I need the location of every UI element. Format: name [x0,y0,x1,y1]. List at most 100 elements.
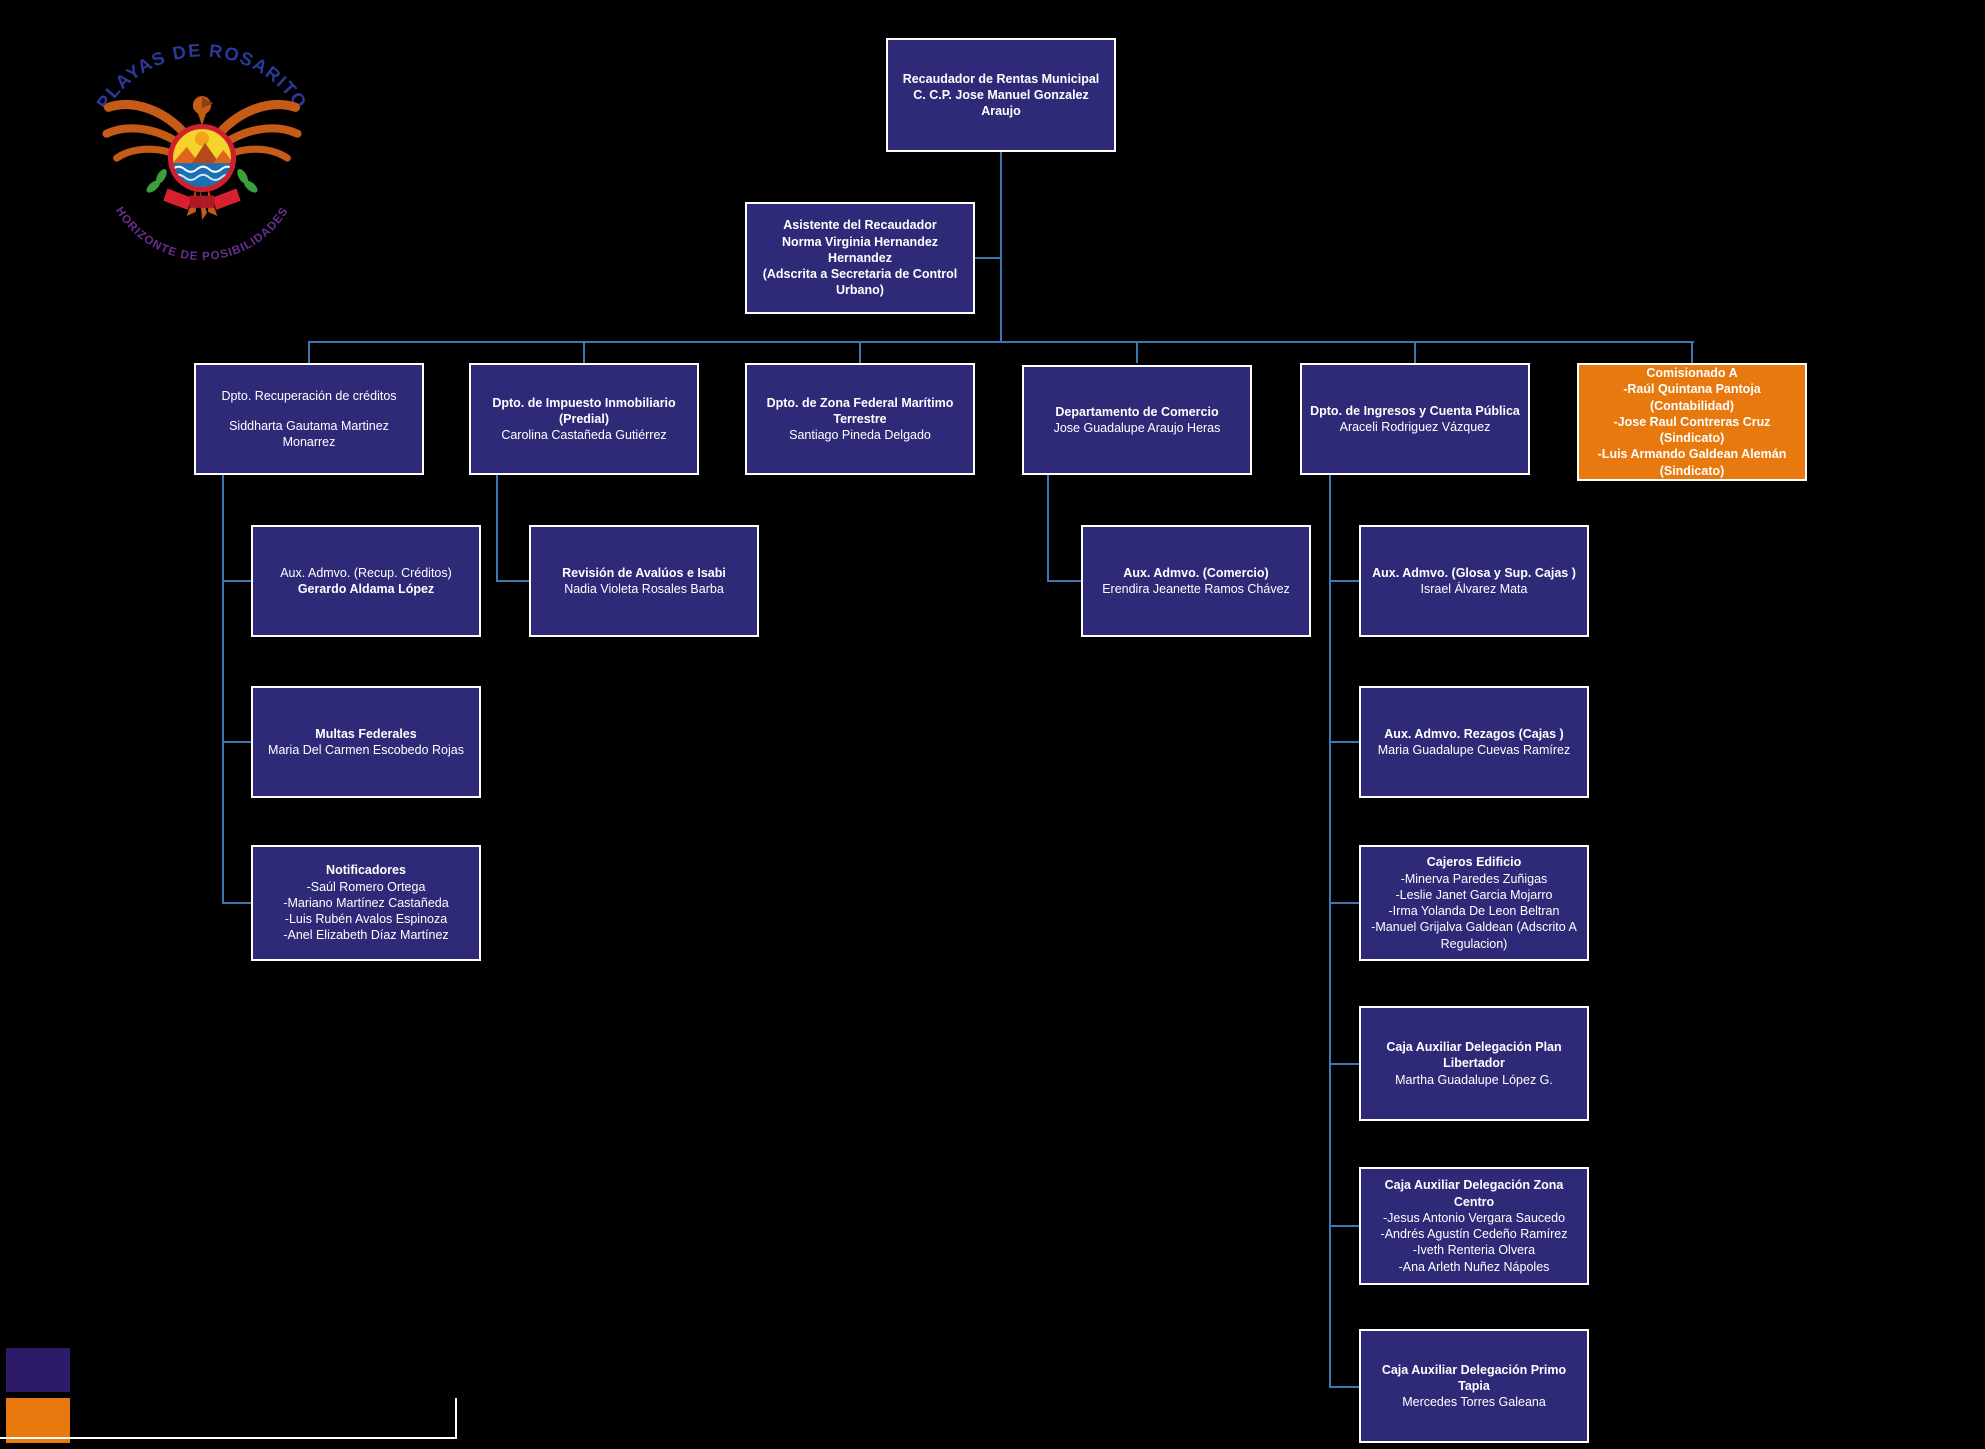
connector-stub-multas [222,741,251,743]
org-box-text-line: Erendira Jeanette Ramos Chávez [1102,582,1290,596]
connector-spine-recuperacion [222,475,224,904]
connector-drop-comisionado [1691,341,1693,363]
org-box-aux-recup-creditos: Aux. Admvo. (Recup. Créditos) Gerardo Ald… [251,525,481,637]
org-box-text-line: -Luis Armando Galdean Alemán (Sindicato) [1597,447,1787,478]
connector-stub-cajeros [1329,902,1359,904]
org-box-text-line: Comisionado A [1646,366,1738,381]
org-box-text-line: Jose Guadalupe Araujo Heras [1053,421,1221,435]
org-box-text-line: -Andrés Agustín Cedeño Ramírez [1380,1227,1568,1241]
org-box-text-line: Santiago Pineda Delgado [789,428,931,443]
org-box-text-line: -Mariano Martínez Castañeda [283,895,449,910]
org-box-zona-federal: Dpto. de Zona Federal Marítimo Terrestre… [745,363,975,475]
connector-spine-comercio [1047,475,1049,582]
org-box-text-line: Dpto. Recuperación de créditos [221,388,397,403]
org-box-cajeros-edificio: Cajeros Edificio-Minerva Paredes Zuñigas… [1359,845,1589,961]
legend-divider-horizontal [0,1437,457,1439]
legend-swatch-orange [6,1398,70,1443]
org-box-text-line: Siddharta Gautama Martinez Monarrez [229,418,389,450]
org-box-text-line: Caja Auxiliar Delegación Zona Centro [1384,1178,1564,1209]
connector-stub-plan-libertador [1329,1063,1359,1065]
org-box-text-line: Cajeros Edificio [1426,855,1522,870]
org-box-text-line: Gerardo Aldama López [297,582,435,596]
org-box-text-line: Asistente del Recaudador [783,218,937,233]
org-box-text-line: Multas Federales [315,726,417,741]
org-box-text-line: Mercedes Torres Galeana [1402,1395,1546,1410]
org-box-text-line: Araceli Rodriguez Vázquez [1339,420,1491,434]
org-box-text-line: Revisión de Avalúos e Isabi [562,565,726,580]
org-box-glosa-sup-cajas: Aux. Admvo. (Glosa y Sup. Cajas ) Israel … [1359,525,1589,637]
connector-stub-notificadores [222,902,251,904]
org-box-text-line: Nadia Violeta Rosales Barba [564,582,724,596]
org-box-text-line: Recaudador de Rentas Municipal [902,71,1100,86]
org-box-text-line: Caja Auxiliar Delegación Plan Libertador [1386,1040,1562,1071]
org-box-text-line: Departamento de Comercio [1055,404,1219,419]
org-box-text-line: -Iveth Renteria Olvera [1412,1243,1536,1258]
org-box-text-line: Caja Auxiliar Delegación Primo Tapia [1381,1362,1567,1393]
org-box-text-line: Israel Álvarez Mata [1420,582,1528,596]
municipal-seal-logo: PLAYAS DE ROSARITO [92,39,310,263]
org-box-text-line: -Anel Elizabeth Díaz Martínez [283,928,449,943]
legend-swatch-navy [6,1348,70,1392]
org-box-text-line: Dpto. de Impuesto Inmobiliario (Predial) [492,395,676,426]
connector-drop-ingresos [1414,341,1416,363]
org-box-text-line: Dpto. de Ingresos y Cuenta Pública [1310,403,1520,418]
connector-drop-recuperacion [308,341,310,363]
eagle-emblem-icon [102,96,302,221]
connector-drop-comercio [1136,341,1138,363]
org-box-text-line: Norma Virginia Hernandez Hernandez [781,234,939,265]
org-box-text-line: (Adscrita a Secretaria de Control Urbano… [762,267,958,298]
org-box-text-line: Maria Guadalupe Cuevas Ramírez [1377,743,1571,757]
connector-stub-avaluos [496,580,529,582]
org-box-caja-plan-libertador: Caja Auxiliar Delegación Plan Libertador… [1359,1006,1589,1121]
connector-stub-primo-tapia [1329,1386,1359,1388]
org-box-text-line: Aux. Admvo. (Glosa y Sup. Cajas ) [1372,565,1576,580]
connector-trunk [1000,152,1002,342]
legend-divider-vertical [455,1398,457,1439]
org-box-text-line: Notificadores [326,863,406,878]
connector-bus [308,341,1694,343]
org-box-text-line: -Leslie Janet Garcia Mojarro [1395,887,1553,902]
connector-drop-predial [583,341,585,363]
org-box-text-line: Aux. Admvo. (Comercio) [1123,565,1269,580]
org-box-aux-comercio: Aux. Admvo. (Comercio) Erendira Jeanette … [1081,525,1311,637]
org-box-text-line: -Irma Yolanda De Leon Beltran [1388,904,1560,918]
laurel-leaves [146,169,258,193]
connector-spine-predial [496,475,498,582]
org-box-notificadores: Notificadores-Saúl Romero Ortega-Mariano… [251,845,481,961]
org-box-text-line: -Luis Rubén Avalos Espinoza [284,912,448,927]
org-box-text-line: Aux. Admvo. (Recup. Créditos) [280,565,452,580]
org-box-caja-zona-centro: Caja Auxiliar Delegación Zona Centro-Jes… [1359,1167,1589,1285]
connector-stub-zona-centro [1329,1225,1359,1227]
org-box-text-line: -Raúl Quintana Pantoja (Contabilidad) [1623,382,1761,413]
org-box-comisionado: Comisionado A-Raúl Quintana Pantoja (Con… [1577,363,1807,481]
org-box-text-line: Martha Guadalupe López G. [1395,1072,1553,1087]
connector-stub-aux-recup [222,580,251,582]
org-box-predial: Dpto. de Impuesto Inmobiliario (Predial)… [469,363,699,475]
org-box-text-line: Aux. Admvo. Rezagos (Cajas ) [1384,726,1564,741]
org-box-text-line: C. C.P. Jose Manuel Gonzalez Araujo [913,87,1089,119]
ribbon [163,188,241,210]
org-box-text-line: -Minerva Paredes Zuñigas [1400,871,1548,886]
connector-stub-glosa [1329,580,1359,582]
org-box-text-line: -Jesus Antonio Vergara Saucedo [1382,1210,1566,1225]
connector-drop-zofemat [859,341,861,363]
org-box-text-line: -Ana Arleth Nuñez Nápoles [1398,1259,1550,1274]
connector-assistant [975,257,1002,259]
connector-stub-aux-comercio [1047,580,1081,582]
org-box-text-line: -Saúl Romero Ortega [306,879,426,894]
org-box-text-line: -Manuel Grijalva Galdean (Adscrito A Reg… [1371,920,1577,951]
connector-spine-ingresos [1329,475,1331,1388]
org-box-text-line: Maria Del Carmen Escobedo Rojas [268,743,464,757]
org-box-rezagos-cajas: Aux. Admvo. Rezagos (Cajas ) Maria Guadal… [1359,686,1589,798]
connector-stub-rezagos [1329,741,1359,743]
org-box-text-line: Dpto. de Zona Federal Marítimo Terrestre [766,395,954,426]
